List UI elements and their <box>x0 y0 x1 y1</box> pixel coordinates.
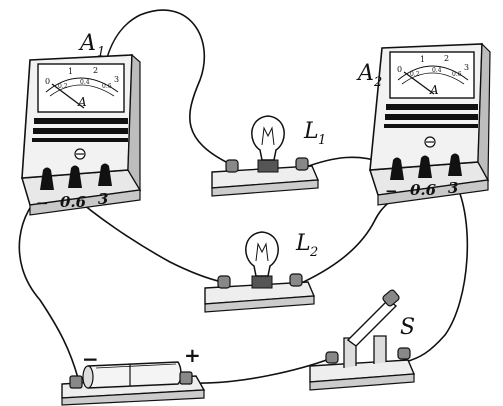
a2-scale-0-2: 0.2 <box>410 71 420 78</box>
l2-label-index: 2 <box>309 245 318 260</box>
wire-a1-to-battery <box>18 191 79 379</box>
wire-switch-to-battery <box>187 357 333 384</box>
a2-label-0-6: 0.6 <box>410 181 437 199</box>
a1-label-3: 3 <box>98 190 108 208</box>
a1-scale-3: 3 <box>114 75 119 84</box>
a1-scale-1: 1 <box>68 67 73 76</box>
a1-label-index: 1 <box>97 45 105 60</box>
a2-terminal-0-6 <box>418 155 432 178</box>
a1-scale-0-6: 0.6 <box>102 83 112 90</box>
wire-a2-to-switch <box>404 181 469 363</box>
needle <box>51 83 85 109</box>
a2-scale-0-4: 0.4 <box>432 67 442 74</box>
a1-label-neg: − <box>36 194 49 212</box>
switch-blade <box>346 299 398 347</box>
a1-scale-0-2: 0.2 <box>58 83 68 90</box>
switch-label: S <box>400 315 415 340</box>
a2-label: A <box>356 61 374 86</box>
a2-dial-symbol: A <box>429 83 439 97</box>
ammeter-a1: 0 1 2 3 0.2 0.4 0.6 A − 0.6 3 A 1 <box>21 31 142 216</box>
l1-label: L <box>303 119 319 144</box>
battery: − + <box>61 343 206 406</box>
a2-scale-0: 0 <box>397 65 402 74</box>
wire-a1-to-lamp2 <box>71 194 223 283</box>
a2-terminal-3 <box>448 153 462 176</box>
a2-label-index: 2 <box>373 75 382 90</box>
a1-terminal-3 <box>98 163 112 186</box>
a1-label: A <box>78 31 96 56</box>
a1-label-0-6: 0.6 <box>60 193 87 211</box>
ammeter-a2: 0 1 2 3 0.2 0.4 0.6 A − 0.6 3 A 2 <box>356 42 491 206</box>
bulb-l1 <box>251 115 285 161</box>
a1-terminal-0-6 <box>68 165 82 188</box>
lamp-l2: L 2 <box>204 231 318 313</box>
a1-terminal-neg <box>40 167 54 190</box>
a2-scale-3: 3 <box>464 63 469 72</box>
a1-scale-0: 0 <box>45 77 50 86</box>
a2-label-3: 3 <box>448 179 458 197</box>
a2-scale-0-6: 0.6 <box>452 71 462 78</box>
a2-label-neg: − <box>385 182 398 200</box>
a2-scale-2: 2 <box>444 54 449 63</box>
l2-label: L <box>295 231 311 256</box>
a1-scale-2: 2 <box>93 66 98 75</box>
a2-terminal-neg <box>390 157 404 180</box>
battery-minus-label: − <box>82 347 99 371</box>
l1-label-index: 1 <box>318 133 326 148</box>
a1-dial-symbol: A <box>77 95 87 109</box>
battery-plus-label: + <box>184 343 201 367</box>
a1-scale-0-4: 0.4 <box>80 79 90 86</box>
switch-s: S <box>309 289 415 391</box>
a2-scale-1: 1 <box>420 55 425 64</box>
lamp-l1: L 1 <box>211 115 326 197</box>
bulb-l2 <box>245 231 279 277</box>
